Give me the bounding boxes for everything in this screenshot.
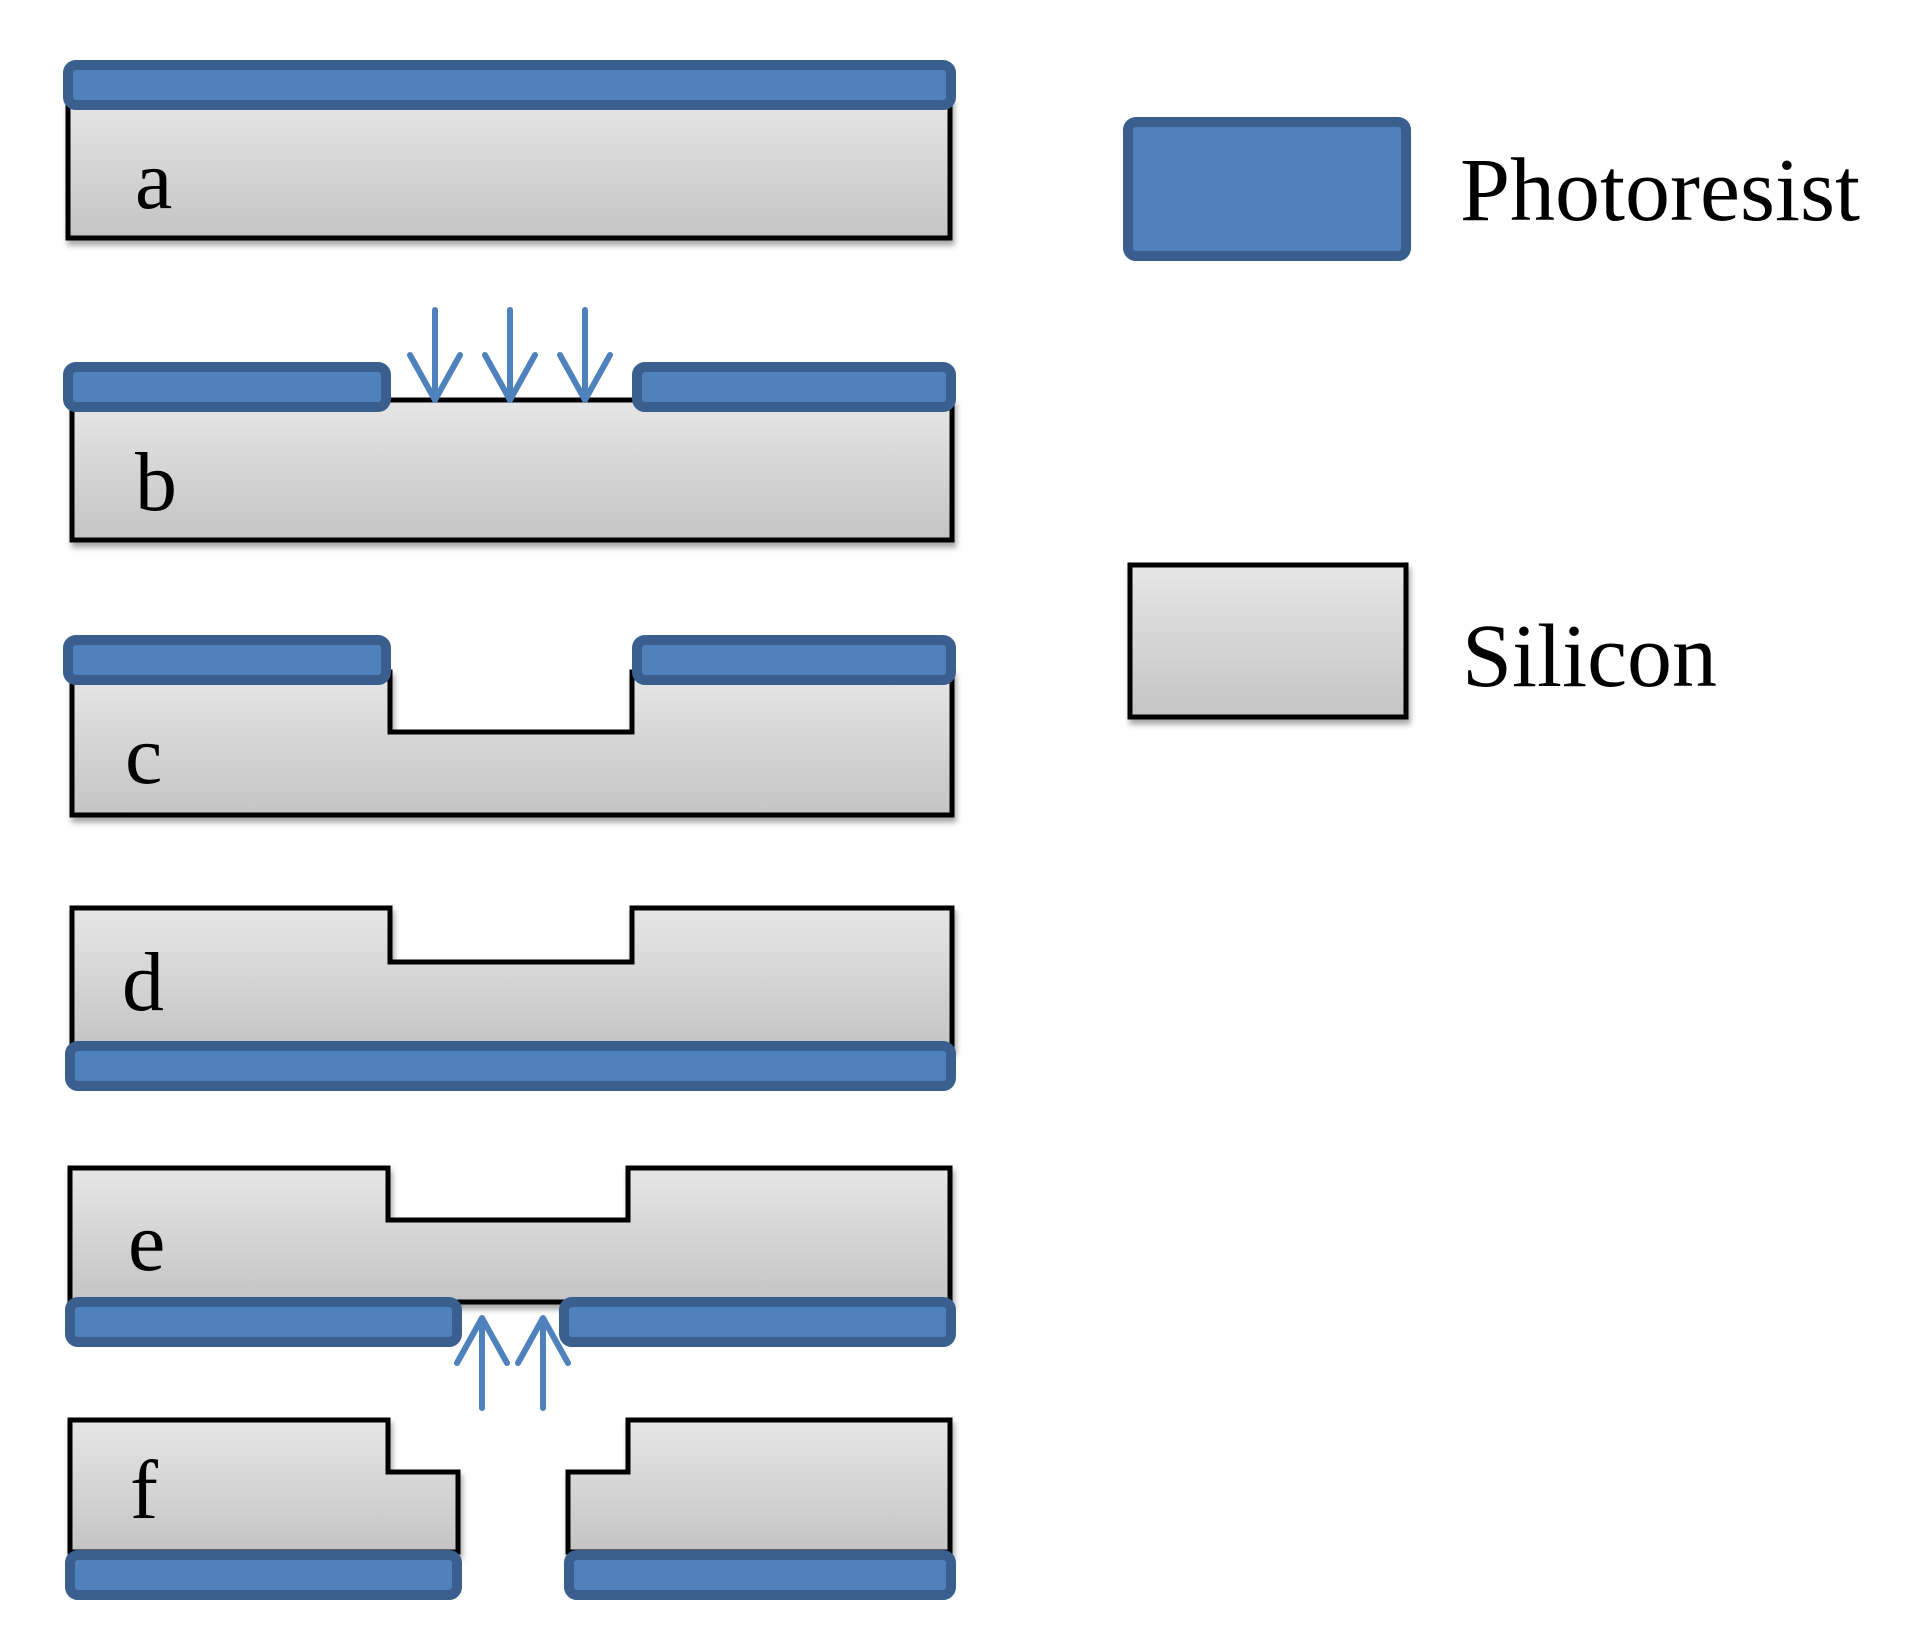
up-arrow-icon xyxy=(515,1315,571,1411)
step-label-f: f xyxy=(130,1444,158,1537)
down-arrow-icon xyxy=(557,307,613,403)
legend-label-silicon: Silicon xyxy=(1462,607,1717,706)
silicon-layer-right xyxy=(565,1417,953,1555)
step-label-c: c xyxy=(125,709,162,802)
step-label-b: b xyxy=(135,436,177,529)
photoresist-swatch xyxy=(1123,117,1411,261)
step-b: b xyxy=(63,307,956,543)
legend-item-photoresist: Photoresist xyxy=(1123,117,1860,261)
step-label-d: d xyxy=(122,936,164,1029)
step-d: d xyxy=(65,905,956,1091)
down-arrow-icon xyxy=(407,307,463,403)
silicon-layer xyxy=(67,1165,953,1305)
silicon-layer xyxy=(69,905,955,1051)
step-c: c xyxy=(63,635,956,818)
photoresist-layer-right xyxy=(559,1297,956,1347)
photoresist-layer xyxy=(65,1041,956,1091)
step-label-e: e xyxy=(128,1196,165,1289)
photoresist-layer-left xyxy=(65,1297,462,1347)
step-f: f xyxy=(65,1417,956,1600)
photoresist-layer-right xyxy=(564,1550,956,1600)
step-label-a: a xyxy=(135,134,172,227)
exposure-arrows xyxy=(454,1315,571,1411)
legend: Photoresist Silicon xyxy=(1123,117,1860,720)
photoresist-layer-left xyxy=(63,362,391,412)
photoresist-layer-left xyxy=(63,635,391,685)
silicon-layer xyxy=(65,95,953,241)
step-a: a xyxy=(63,60,956,241)
photoresist-layer-right xyxy=(632,635,956,685)
exposure-arrows xyxy=(407,307,613,403)
silicon-layer-left xyxy=(67,1417,461,1555)
silicon-layer xyxy=(69,397,955,543)
silicon-layer xyxy=(69,669,955,818)
photoresist-layer-right xyxy=(632,362,956,412)
photoresist-layer xyxy=(63,60,956,110)
up-arrow-icon xyxy=(454,1315,510,1411)
step-e: e xyxy=(65,1165,956,1411)
legend-item-silicon: Silicon xyxy=(1127,562,1717,720)
down-arrow-icon xyxy=(482,307,538,403)
legend-label-photoresist: Photoresist xyxy=(1460,141,1860,240)
silicon-swatch xyxy=(1127,562,1409,720)
photoresist-layer-left xyxy=(65,1550,462,1600)
